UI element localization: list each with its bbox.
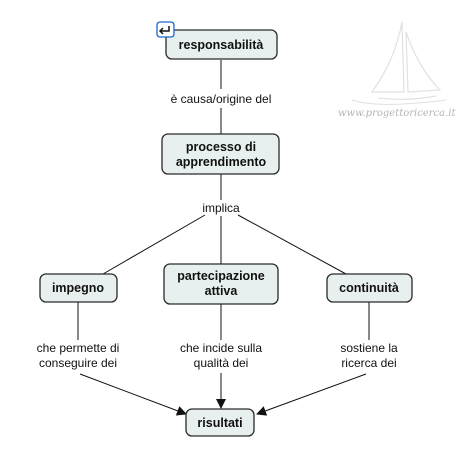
concept-continuita[interactable]: continuità [326, 273, 413, 303]
link-label-incide-1: che incide sulla [180, 341, 262, 355]
concept-responsabilita-label: responsabilità [179, 38, 264, 52]
concept-responsabilita[interactable]: responsabilità [165, 29, 278, 60]
watermark-text: www.progettoricerca.it [338, 108, 456, 119]
link-label-permette-2: conseguire dei [39, 356, 117, 370]
concept-continuita-label: continuità [339, 281, 399, 295]
concept-processo-label-2: apprendimento [176, 155, 267, 169]
link-label-sostiene-2: ricerca dei [341, 356, 396, 370]
concept-risultati[interactable]: risultati [185, 408, 255, 437]
concept-processo-apprendimento[interactable]: processo di apprendimento [161, 133, 280, 175]
link-label-incide-2: qualità dei [194, 356, 249, 370]
arrow-sostiene-risultati [256, 373, 367, 416]
arrow-permette-risultati [79, 373, 187, 416]
line-implica-impegno [102, 214, 206, 275]
link-label-permette-1: che permette di [37, 341, 120, 355]
return-arrow-icon[interactable] [156, 21, 175, 38]
link-label-implica: implica [202, 201, 240, 215]
concept-partecipazione-label-2: attiva [205, 284, 239, 298]
concept-impegno[interactable]: impegno [39, 273, 118, 303]
concept-partecipazione-label-1: partecipazione [177, 269, 265, 283]
concept-impegno-label: impegno [52, 281, 104, 295]
sailboat-logo [351, 21, 447, 105]
link-label-sostiene-1: sostiene la [340, 341, 398, 355]
connector-lines [77, 60, 370, 416]
concept-risultati-label: risultati [197, 416, 242, 430]
concept-partecipazione-attiva[interactable]: partecipazione attiva [163, 263, 279, 305]
link-label-causa: è causa/origine del [171, 92, 272, 106]
line-implica-continuita [237, 214, 347, 275]
concept-processo-label-1: processo di [186, 140, 256, 154]
